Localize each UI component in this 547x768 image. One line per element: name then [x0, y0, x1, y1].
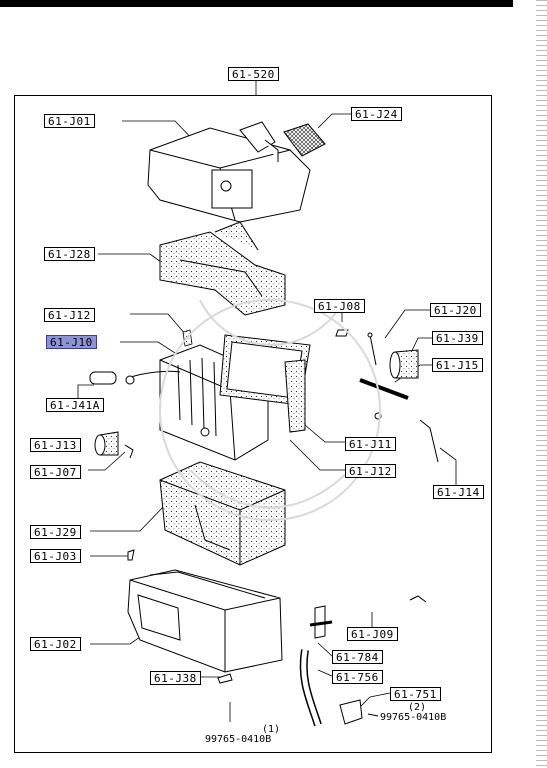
lower-case-part — [127, 569, 283, 673]
upper-case-part — [147, 121, 311, 223]
insulation-upper — [159, 221, 286, 316]
insulation-lower — [159, 461, 286, 566]
page-edge — [536, 0, 547, 768]
watermark-emblem — [159, 299, 381, 521]
drain-hose — [299, 605, 379, 727]
label-61-j12-lower[interactable]: 61-J12 — [345, 464, 396, 478]
bolt-part-number-1: 99765-0410B — [205, 734, 272, 745]
label-61-j08[interactable]: 61-J08 — [314, 299, 365, 313]
label-61-j24[interactable]: 61-J24 — [351, 107, 402, 121]
label-61-j07[interactable]: 61-J07 — [30, 465, 81, 479]
quantity-note-1: (1) — [262, 724, 281, 735]
label-61-j12-upper[interactable]: 61-J12 — [44, 308, 95, 322]
seal-frames — [219, 334, 311, 433]
label-61-j28[interactable]: 61-J28 — [44, 247, 95, 261]
label-61-j02[interactable]: 61-J02 — [30, 637, 81, 651]
label-61-j14[interactable]: 61-J14 — [433, 485, 484, 499]
filter-mesh — [283, 123, 326, 157]
label-61-j20[interactable]: 61-J20 — [430, 303, 481, 317]
assembly-frame — [14, 95, 492, 753]
label-61-j41a[interactable]: 61-J41A — [46, 398, 104, 412]
label-61-j39[interactable]: 61-J39 — [432, 331, 483, 345]
label-61-j38[interactable]: 61-J38 — [150, 671, 201, 685]
quantity-note-2: (2) — [408, 702, 427, 713]
label-61-756[interactable]: 61-756 — [332, 670, 383, 684]
label-61-j11[interactable]: 61-J11 — [345, 437, 396, 451]
label-61-j13[interactable]: 61-J13 — [30, 438, 81, 452]
label-61-751[interactable]: 61-751 — [390, 687, 441, 701]
small-parts — [89, 329, 439, 684]
label-61-j29[interactable]: 61-J29 — [30, 525, 81, 539]
label-61-j15[interactable]: 61-J15 — [432, 358, 483, 372]
label-61-j10[interactable]: 61-J10 — [46, 335, 97, 349]
bolt-part-number-2: 99765-0410B — [380, 712, 447, 723]
label-61-j03[interactable]: 61-J03 — [30, 549, 81, 563]
label-61-520[interactable]: 61-520 — [228, 67, 279, 81]
header-bar — [0, 0, 513, 7]
label-61-j09[interactable]: 61-J09 — [347, 627, 398, 641]
label-61-j01[interactable]: 61-J01 — [44, 114, 95, 128]
leader-lines — [77, 80, 457, 722]
label-61-784[interactable]: 61-784 — [332, 650, 383, 664]
